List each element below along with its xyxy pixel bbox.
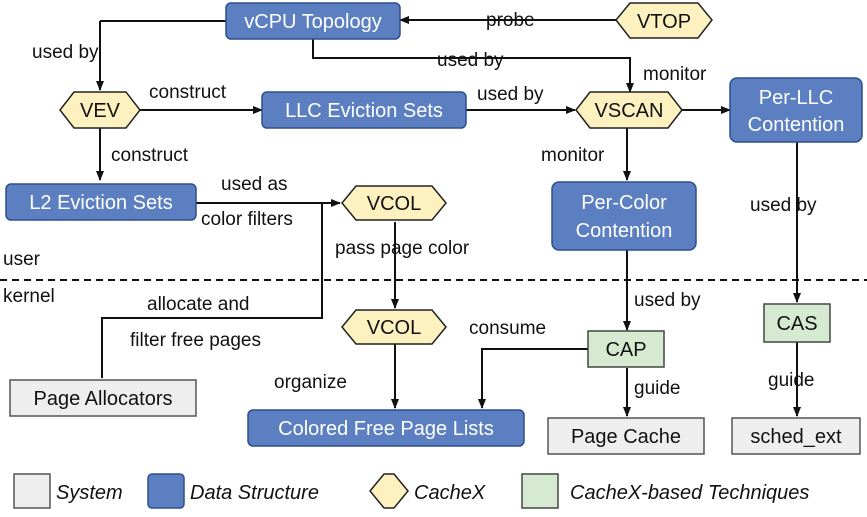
label-color-filters: color filters: [201, 209, 293, 230]
node-vcol-user-label: VCOL: [367, 193, 421, 215]
label-monitor-2: monitor: [541, 145, 605, 166]
node-per-llc-contention-line1: Per-LLC: [759, 87, 833, 109]
node-per-llc-contention: Per-LLC Contention: [729, 77, 863, 143]
legend-swatch-data-structure: [147, 473, 185, 509]
node-vcol-kernel-label: VCOL: [367, 317, 421, 339]
node-vcpu-topology-label: vCPU Topology: [244, 11, 381, 33]
node-vev-label: VEV: [80, 100, 121, 122]
label-guide-1: guide: [634, 378, 681, 399]
legend-label-techniques: CacheX-based Techniques: [570, 482, 809, 504]
label-construct-2: construct: [111, 145, 189, 166]
node-cas: CAS: [763, 303, 831, 343]
label-pass-page-color: pass page color: [335, 238, 470, 259]
label-used-by-4: used by: [750, 195, 817, 216]
label-construct-1: construct: [149, 82, 227, 103]
node-vscan: VSCAN: [575, 91, 683, 129]
node-vscan-label: VSCAN: [595, 100, 664, 122]
node-colored-free-page-lists-label: Colored Free Page Lists: [278, 418, 494, 440]
label-allocate-and: allocate and: [147, 294, 249, 315]
node-page-allocators: Page Allocators: [9, 379, 197, 417]
region-label-user: user: [3, 249, 41, 270]
label-filter-free-pages: filter free pages: [130, 330, 261, 351]
edge-topology-to-vscan: [312, 38, 634, 93]
node-per-llc-contention-line2: Contention: [748, 114, 845, 136]
edge-labels: probe used by used by monitor construct …: [32, 10, 817, 399]
edge-cap-consume: [478, 348, 588, 409]
label-used-by-1: used by: [32, 42, 99, 63]
legend-label-cachex: CacheX: [414, 482, 486, 504]
node-llc-eviction-sets-label: LLC Eviction Sets: [285, 100, 443, 122]
node-page-cache: Page Cache: [547, 417, 705, 455]
label-guide-2: guide: [768, 370, 815, 391]
node-page-allocators-label: Page Allocators: [34, 388, 173, 410]
node-vev: VEV: [59, 91, 141, 129]
node-vtop-label: VTOP: [637, 11, 691, 33]
node-per-color-contention: Per-Color Contention: [551, 181, 697, 251]
node-sched-ext: sched_ext: [731, 417, 861, 455]
node-vcol-kernel: VCOL: [341, 309, 447, 345]
label-organize: organize: [274, 372, 347, 393]
region-label-kernel: kernel: [3, 286, 55, 307]
node-cap-label: CAP: [605, 339, 646, 361]
node-vcpu-topology: vCPU Topology: [225, 2, 401, 40]
node-vtop: VTOP: [615, 2, 713, 39]
legend-label-data-structure: Data Structure: [190, 482, 319, 504]
legend-swatch-system: [13, 473, 51, 509]
edges: [96, 16, 801, 417]
legend-label-system: System: [56, 482, 123, 504]
legend-swatch-techniques: [521, 473, 559, 509]
node-page-cache-label: Page Cache: [571, 426, 681, 448]
node-llc-eviction-sets: LLC Eviction Sets: [261, 91, 467, 129]
legend-swatch-cachex: [369, 473, 409, 509]
node-vcol-user: VCOL: [341, 185, 447, 221]
node-cas-label: CAS: [776, 313, 817, 335]
node-l2-eviction-sets-label: L2 Eviction Sets: [29, 192, 172, 214]
label-used-by-3: used by: [477, 84, 544, 105]
label-used-by-2: used by: [437, 50, 504, 71]
label-consume: consume: [469, 318, 546, 339]
node-cap: CAP: [587, 330, 665, 368]
node-per-color-contention-line2: Contention: [576, 220, 673, 242]
label-monitor-1: monitor: [643, 64, 707, 85]
node-l2-eviction-sets: L2 Eviction Sets: [5, 183, 197, 221]
edge-l2-to-allocators: [101, 203, 323, 378]
node-colored-free-page-lists: Colored Free Page Lists: [247, 409, 525, 447]
legend: System Data Structure CacheX CacheX-base…: [13, 473, 809, 509]
label-used-as: used as: [221, 174, 288, 195]
label-used-by-5: used by: [634, 290, 701, 311]
label-probe: probe: [486, 10, 535, 31]
node-per-color-contention-line1: Per-Color: [581, 192, 667, 214]
node-sched-ext-label: sched_ext: [750, 426, 842, 448]
